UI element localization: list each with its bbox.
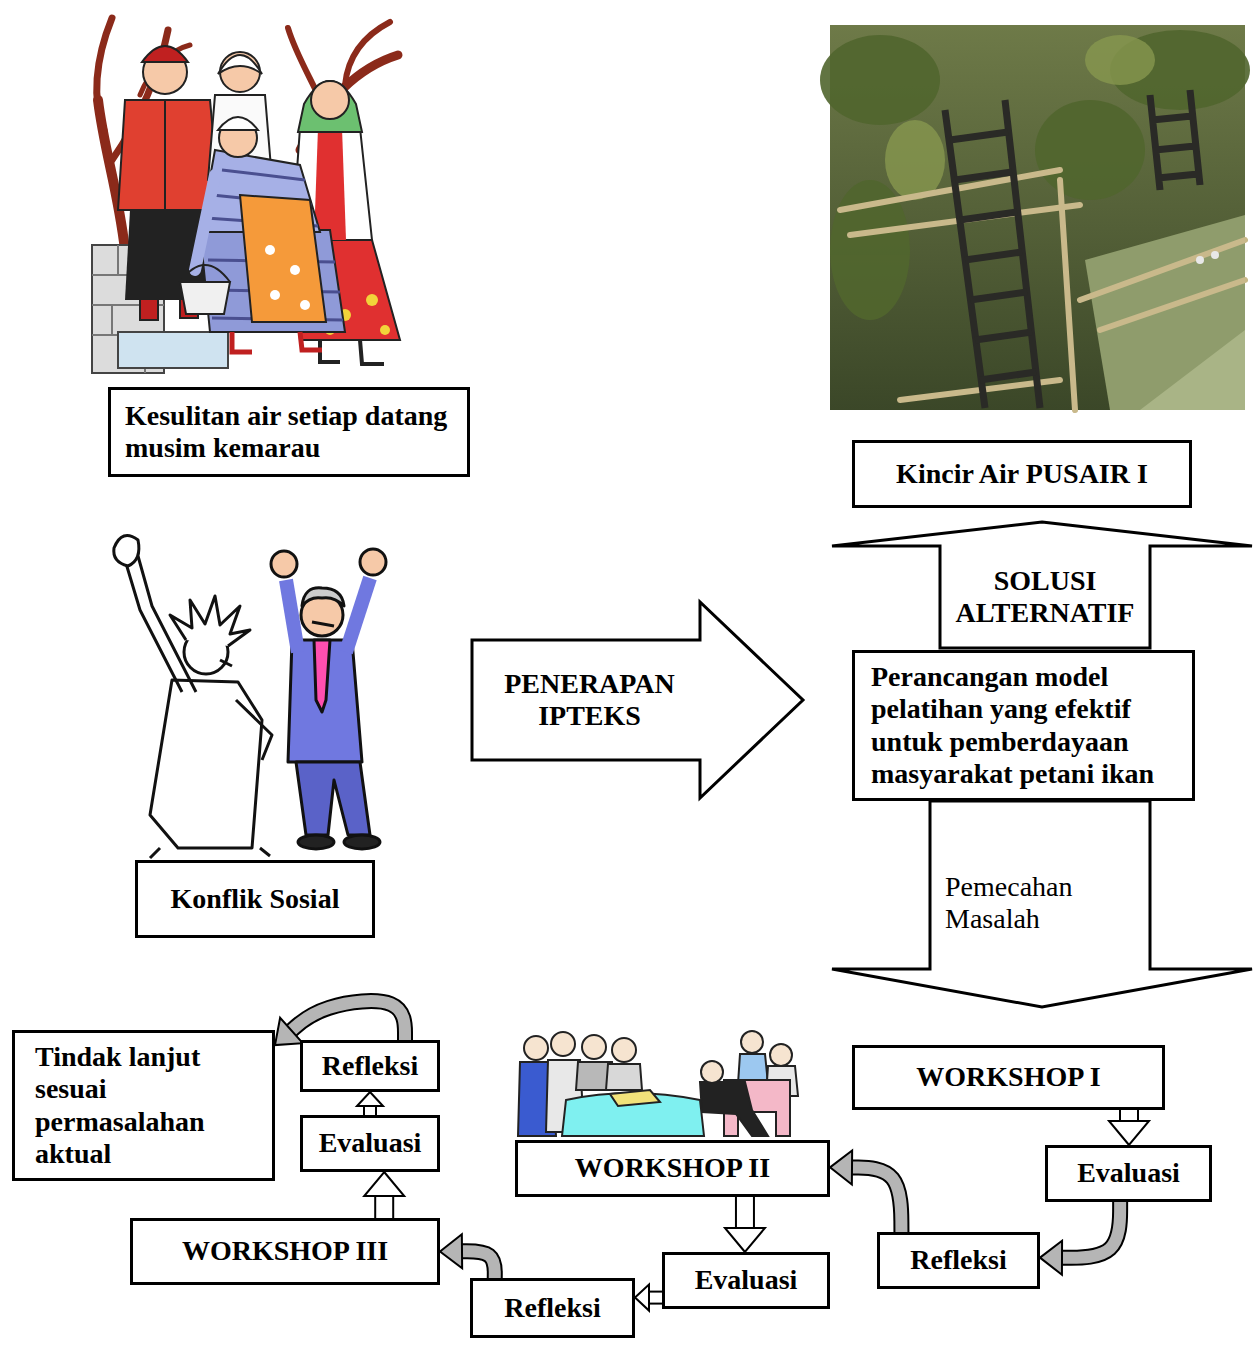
arrow-shaft bbox=[290, 1001, 405, 1040]
block-arrow-outline bbox=[830, 799, 1254, 1009]
reflection-box: Refleksi bbox=[300, 1040, 440, 1092]
box-label: WORKSHOP I bbox=[865, 1061, 1152, 1093]
workshop-box: WORKSHOP II bbox=[515, 1140, 830, 1197]
block-arrow-shape bbox=[832, 522, 1252, 648]
angry-men-illustration bbox=[114, 536, 386, 859]
arrow-head bbox=[364, 1172, 404, 1196]
arrow-shaft-outline bbox=[290, 1001, 405, 1040]
flow-arrow bbox=[725, 1197, 765, 1252]
box-label: WORKSHOP III bbox=[143, 1235, 427, 1267]
arrow-label: Pemecahan Masalah bbox=[945, 871, 1145, 935]
evaluation-box: Evaluasi bbox=[1045, 1145, 1212, 1202]
workshop-box: WORKSHOP III bbox=[130, 1218, 440, 1285]
arrow-head bbox=[830, 1151, 852, 1185]
block-arrow-shape bbox=[472, 602, 803, 798]
arrow-shaft-outline bbox=[374, 1194, 394, 1218]
box-label: Evaluasi bbox=[1056, 1157, 1201, 1189]
box-label: Kincir Air PUSAIR I bbox=[865, 458, 1179, 490]
problem-box: Konflik Sosial bbox=[135, 860, 375, 938]
down-block-arrow: Pemecahan Masalah bbox=[830, 799, 1254, 1009]
box-label: Konflik Sosial bbox=[148, 883, 362, 915]
arrow-shaft bbox=[460, 1251, 495, 1278]
arrow-shaft-outline bbox=[850, 1168, 902, 1232]
box-label: Refleksi bbox=[309, 1050, 431, 1082]
flow-arrow bbox=[275, 1001, 405, 1045]
water-wheel-photo bbox=[820, 25, 1250, 410]
block-arrow-shape bbox=[832, 801, 1252, 1007]
women-at-well-illustration bbox=[92, 18, 400, 373]
arrow-shaft bbox=[737, 1197, 753, 1230]
box-label: Perancangan model pelatihan yang efektif… bbox=[871, 661, 1186, 790]
box-label: Refleksi bbox=[481, 1292, 624, 1324]
problem-box: Kesulitan air setiap datang musim kemara… bbox=[108, 387, 470, 477]
arrow-head bbox=[725, 1228, 765, 1252]
flow-arrow bbox=[1040, 1202, 1120, 1275]
evaluation-box: Evaluasi bbox=[300, 1115, 440, 1172]
solution-box: Kincir Air PUSAIR I bbox=[852, 440, 1192, 508]
arrow-shaft bbox=[376, 1194, 392, 1218]
flow-arrow bbox=[635, 1285, 662, 1311]
box-label: WORKSHOP II bbox=[528, 1152, 817, 1184]
arrow-shaft bbox=[1060, 1202, 1120, 1258]
reflection-box: Refleksi bbox=[470, 1278, 635, 1338]
meeting-illustration bbox=[518, 1031, 798, 1136]
arrow-shaft-outline bbox=[1060, 1202, 1120, 1258]
box-label: Tindak lanjut sesuai permasalahan aktual bbox=[35, 1041, 264, 1170]
arrow-shaft bbox=[850, 1168, 902, 1232]
evaluation-box: Evaluasi bbox=[662, 1252, 830, 1309]
box-label: Evaluasi bbox=[309, 1127, 431, 1159]
follow-up-box: Tindak lanjut sesuai permasalahan aktual bbox=[12, 1030, 275, 1181]
block-arrow-outline bbox=[470, 600, 805, 800]
arrow-label: PENERAPAN IPTEKS bbox=[482, 668, 697, 732]
arrow-head bbox=[440, 1234, 462, 1268]
arrow-head bbox=[635, 1285, 649, 1311]
process-box: Perancangan model pelatihan yang efektif… bbox=[852, 650, 1195, 801]
arrow-shaft-outline bbox=[460, 1251, 495, 1278]
arrow-head bbox=[275, 1018, 303, 1045]
flow-arrow bbox=[357, 1092, 383, 1115]
box-label: Kesulitan air setiap datang musim kemara… bbox=[125, 400, 453, 464]
arrow-shaft-outline bbox=[735, 1197, 755, 1230]
box-label: Evaluasi bbox=[673, 1264, 819, 1296]
arrow-head bbox=[357, 1092, 383, 1106]
flow-arrow bbox=[1109, 1110, 1149, 1145]
flow-arrow bbox=[364, 1172, 404, 1218]
up-block-arrow: SOLUSI ALTERNATIF bbox=[830, 520, 1254, 650]
right-block-arrow: PENERAPAN IPTEKS bbox=[470, 600, 805, 800]
workshop-box: WORKSHOP I bbox=[852, 1045, 1165, 1110]
reflection-box: Refleksi bbox=[877, 1232, 1040, 1289]
flow-arrow bbox=[440, 1234, 495, 1278]
arrow-head bbox=[1040, 1241, 1062, 1275]
box-label: Refleksi bbox=[888, 1244, 1029, 1276]
arrow-head bbox=[1109, 1121, 1149, 1145]
flow-arrow bbox=[830, 1151, 901, 1232]
arrow-label: SOLUSI ALTERNATIF bbox=[940, 565, 1150, 629]
